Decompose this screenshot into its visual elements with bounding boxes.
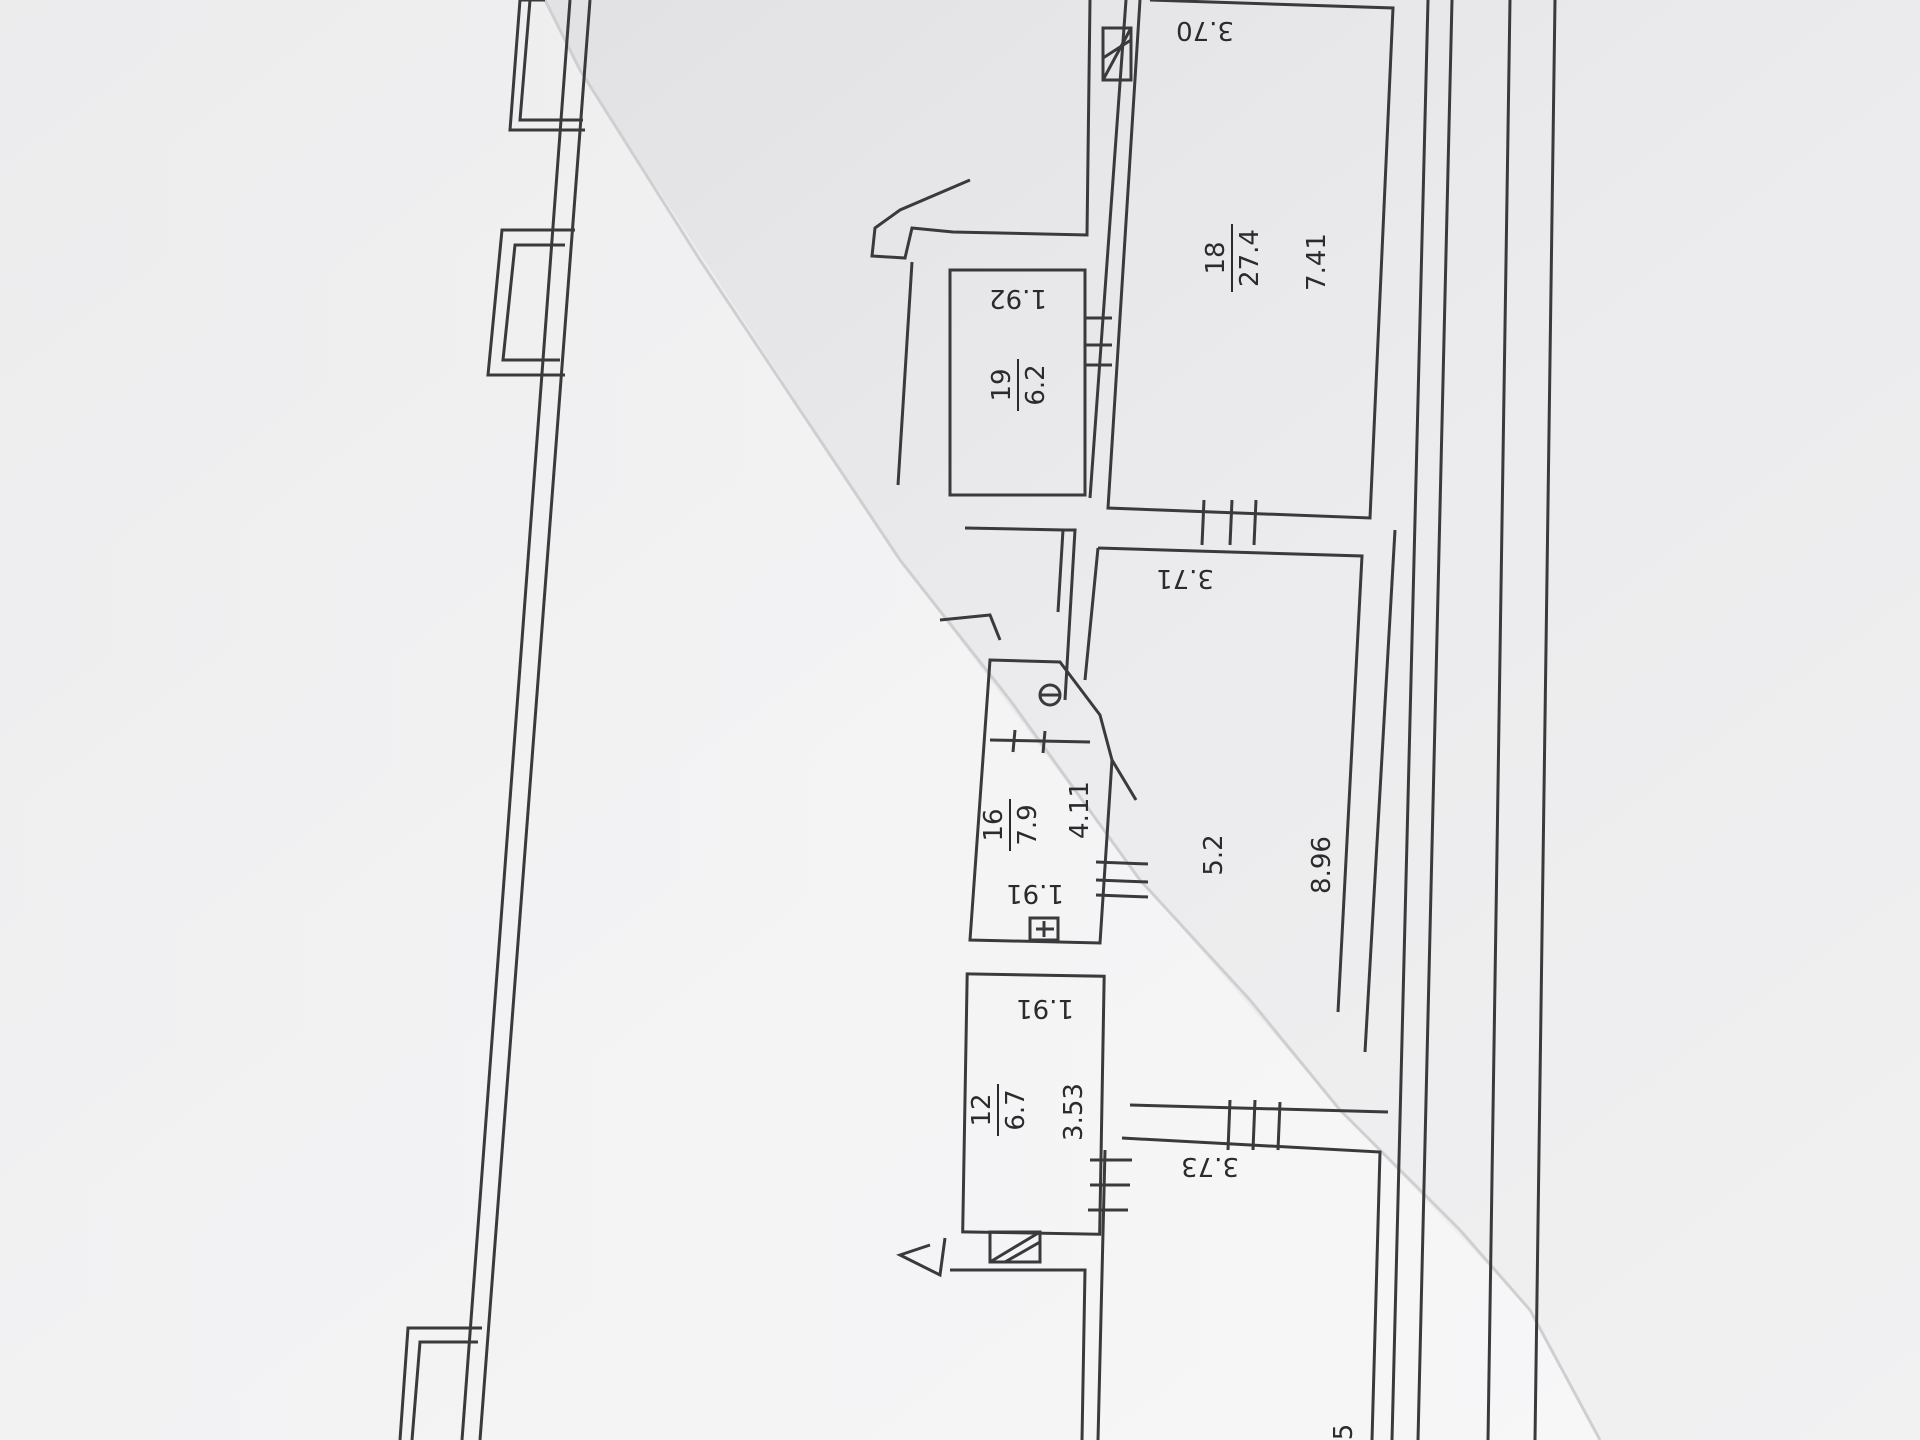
room-19-number: 19 xyxy=(987,368,1017,401)
stair-hatch-top xyxy=(1101,26,1133,82)
labels: 19 6.2 18 27.4 16 7.9 12 6.7 5.2 3.70 7.… xyxy=(967,15,1359,1440)
dim-1-92: 1.92 xyxy=(989,283,1047,313)
dim-7-41: 7.41 xyxy=(1302,233,1332,291)
room-18-number: 18 xyxy=(1201,241,1231,274)
outer-wall-left xyxy=(460,0,592,1440)
room-18-area: 27.4 xyxy=(1235,229,1265,287)
folded-flap xyxy=(0,0,1600,1440)
room-center-small-outline xyxy=(939,526,1077,701)
room-bottom-right-outline xyxy=(1096,1136,1382,1440)
dim-3-70: 3.70 xyxy=(1176,15,1234,45)
dim-4-11: 4.11 xyxy=(1065,781,1095,839)
fold-crease xyxy=(543,0,1602,1440)
room-16-number: 16 xyxy=(979,808,1009,841)
balconies xyxy=(398,0,585,1440)
dim-3-53: 3.53 xyxy=(1059,1083,1089,1141)
corridor-wall-right xyxy=(1390,0,1557,1440)
dim-1-91-room12: 1.91 xyxy=(1016,993,1074,1023)
dim-5: 5 xyxy=(1329,1424,1359,1440)
room-16-outline xyxy=(968,658,1138,945)
door-marks-upper xyxy=(1084,316,1258,546)
room-19-outline xyxy=(870,0,1092,497)
dim-8-96: 8.96 xyxy=(1307,836,1337,894)
dim-1-91-room16: 1.91 xyxy=(1006,878,1064,908)
room-19-area: 6.2 xyxy=(1021,364,1051,405)
door-marks-middle xyxy=(1095,860,1282,1151)
room-12-area: 6.7 xyxy=(1001,1089,1031,1130)
room-12-number: 12 xyxy=(967,1093,997,1126)
door-marks-lower xyxy=(1088,1158,1132,1212)
dim-3-71: 3.71 xyxy=(1156,563,1214,593)
room-center-area: 5.2 xyxy=(1199,834,1229,875)
room-18-outline xyxy=(1088,0,1395,520)
room-5-2-outline xyxy=(1083,529,1397,1114)
stair-hatch-bottom xyxy=(988,1230,1042,1264)
dim-3-73: 3.73 xyxy=(1181,1151,1239,1181)
room-16-area: 7.9 xyxy=(1013,804,1043,845)
